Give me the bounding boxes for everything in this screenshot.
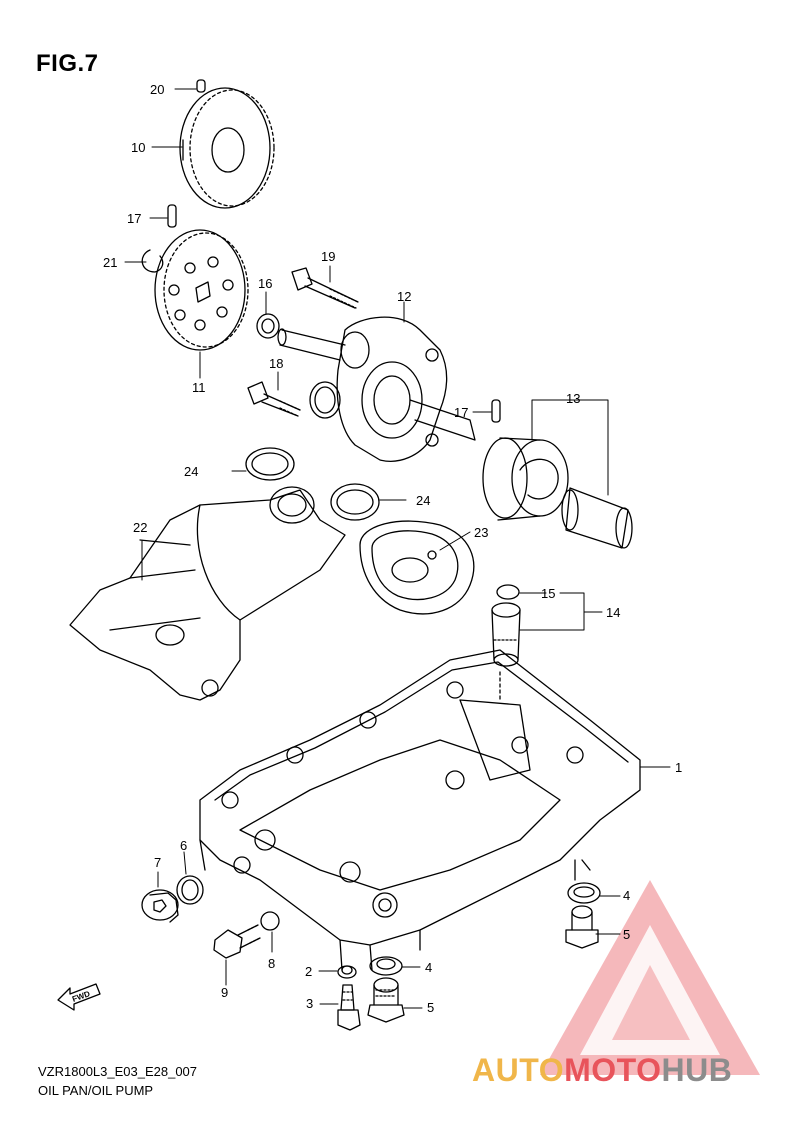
callout-21: 21 bbox=[103, 255, 118, 270]
diagram-name: OIL PAN/OIL PUMP bbox=[38, 1083, 154, 1098]
figure-title: FIG.7 bbox=[36, 50, 99, 77]
gasket-4b bbox=[369, 956, 403, 976]
watermark-logo bbox=[540, 880, 760, 1075]
rotor-13 bbox=[482, 437, 633, 549]
callout-24a: 24 bbox=[184, 464, 199, 479]
callout-4b: 4 bbox=[425, 960, 433, 975]
oring-6 bbox=[176, 875, 204, 905]
callout-2: 2 bbox=[305, 964, 313, 979]
callout-6: 6 bbox=[180, 838, 188, 853]
callout-18: 18 bbox=[269, 356, 284, 371]
callout-11: 11 bbox=[192, 380, 206, 395]
watermark-part3: HUB bbox=[661, 1052, 733, 1088]
callout-9: 9 bbox=[221, 985, 229, 1000]
gasket-4a bbox=[567, 882, 601, 904]
bolt-9 bbox=[213, 924, 261, 959]
callout-17a: 17 bbox=[127, 211, 142, 226]
callout-15: 15 bbox=[541, 586, 556, 601]
watermark-text: AUTOMOTOHUB bbox=[472, 1052, 732, 1089]
callout-13: 13 bbox=[566, 391, 581, 406]
pin-20 bbox=[196, 79, 206, 93]
callout-24b: 24 bbox=[416, 493, 431, 508]
callout-12: 12 bbox=[397, 289, 412, 304]
callout-8: 8 bbox=[268, 956, 276, 971]
callout-7: 7 bbox=[154, 855, 162, 870]
washer-2 bbox=[337, 965, 357, 979]
bolt-19 bbox=[291, 267, 359, 309]
watermark-part1: AUTO bbox=[472, 1052, 565, 1088]
strainer-23 bbox=[359, 520, 475, 615]
plug-7 bbox=[141, 889, 179, 923]
watermark-part2: MOTO bbox=[564, 1052, 662, 1088]
baffle-22 bbox=[69, 486, 346, 701]
plug-5a bbox=[565, 905, 599, 949]
oil-pump-12 bbox=[277, 316, 476, 462]
oring-24a bbox=[245, 447, 295, 481]
callout-14: 14 bbox=[606, 605, 621, 620]
oring-15 bbox=[496, 584, 520, 600]
oring-24b bbox=[330, 483, 380, 521]
callout-22: 22 bbox=[133, 520, 148, 535]
pin-17a bbox=[167, 204, 177, 228]
bolt-3 bbox=[337, 984, 361, 1031]
bolt-18 bbox=[247, 381, 301, 417]
circlip-21 bbox=[141, 249, 164, 273]
washer-16 bbox=[256, 313, 280, 339]
plug-5b bbox=[367, 977, 405, 1023]
pipe-14 bbox=[491, 602, 521, 667]
pin-17b bbox=[491, 399, 501, 423]
callout-10: 10 bbox=[131, 140, 146, 155]
callout-23: 23 bbox=[474, 525, 489, 540]
callout-4a: 4 bbox=[623, 888, 631, 903]
leader-lines bbox=[124, 88, 671, 1009]
callout-1: 1 bbox=[675, 760, 683, 775]
gear-10 bbox=[179, 87, 275, 209]
diagram-code: VZR1800L3_E03_E28_007 bbox=[38, 1064, 198, 1079]
callout-16: 16 bbox=[258, 276, 273, 291]
callout-17b: 17 bbox=[454, 405, 469, 420]
fwd-arrow-icon bbox=[57, 983, 101, 1011]
callout-5a: 5 bbox=[623, 927, 631, 942]
callout-20: 20 bbox=[150, 82, 165, 97]
oil-pan-1 bbox=[199, 649, 641, 971]
callout-3: 3 bbox=[306, 996, 314, 1011]
gasket-8 bbox=[260, 911, 280, 931]
callout-5b: 5 bbox=[427, 1000, 435, 1015]
callout-19: 19 bbox=[321, 249, 336, 264]
gear-11 bbox=[154, 229, 249, 351]
